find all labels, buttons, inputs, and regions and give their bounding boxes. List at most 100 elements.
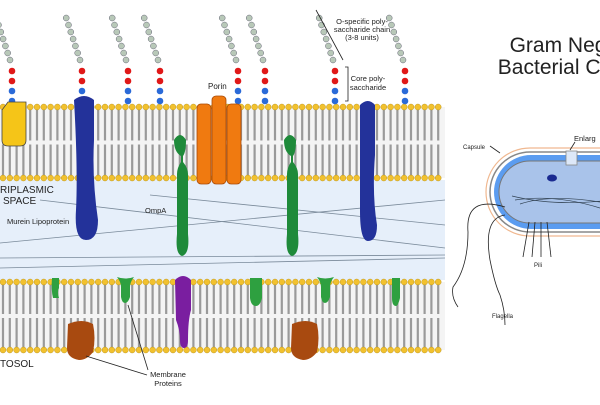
o-sugar — [232, 56, 240, 64]
lipid-head — [20, 278, 27, 286]
core-sugar — [234, 67, 242, 75]
lipid-head — [305, 103, 313, 111]
lipid-head — [265, 346, 272, 354]
lipid-head — [156, 346, 163, 354]
lipid-head — [278, 174, 285, 182]
periplasm — [0, 180, 445, 280]
o-sugar — [259, 56, 267, 64]
lipid-head — [6, 346, 14, 354]
lipopolysaccharide — [0, 22, 16, 105]
lipid-head — [353, 174, 360, 182]
o-sugar — [245, 14, 253, 22]
lipid-head — [414, 346, 421, 354]
o-sugar — [318, 21, 325, 29]
lipid-head — [394, 174, 401, 182]
lipid-head — [94, 174, 102, 182]
lipid-head — [128, 346, 136, 354]
lipid-head — [13, 278, 20, 286]
blue-protein-right — [360, 101, 377, 241]
o-sugar — [152, 49, 159, 57]
lipid-head — [88, 278, 95, 286]
lipid-head — [387, 174, 394, 182]
lipid-head — [169, 174, 177, 182]
lipid-head — [373, 346, 381, 354]
o-sugar — [122, 56, 130, 64]
lipid-head — [162, 278, 170, 286]
lipid-head — [278, 103, 285, 111]
lipid-head — [210, 278, 218, 286]
lipid-head — [149, 346, 156, 354]
lipid-head — [319, 174, 326, 182]
core-sugar — [124, 87, 132, 95]
o-sugar — [147, 35, 155, 43]
lipid-head — [353, 278, 360, 286]
core-sugar — [8, 87, 16, 95]
cytosol-label: TOSOL — [0, 359, 34, 370]
ompa-protein — [174, 135, 189, 256]
enlarged-label: Enlarg — [574, 134, 596, 143]
lipid-head — [6, 174, 14, 182]
lipid-head — [94, 346, 102, 354]
core-sugar — [331, 87, 339, 95]
o-sugar — [150, 42, 157, 50]
lipid-head — [387, 346, 394, 354]
lipid-head — [319, 103, 326, 111]
o-sugar — [250, 28, 258, 36]
lipid-head — [162, 103, 170, 111]
lipid-head — [224, 346, 231, 354]
lipid-head — [251, 103, 258, 111]
lipid-head — [333, 103, 340, 111]
lipid-head — [196, 278, 204, 286]
lipid-head — [0, 346, 7, 354]
lipid-head — [367, 278, 374, 286]
core-sugar — [331, 67, 339, 75]
core-sugar — [401, 67, 409, 75]
o-sugar — [115, 35, 123, 43]
lipid-head — [217, 346, 224, 354]
core-sugar — [234, 97, 242, 105]
lipid-head — [333, 346, 340, 354]
lipid-head — [108, 278, 116, 286]
lipid-head — [47, 103, 54, 111]
o-sugar — [320, 28, 328, 36]
lipid-head — [20, 346, 27, 354]
lipopolysaccharide — [218, 14, 242, 105]
lipid-head — [312, 278, 319, 286]
pili-label: Pili — [534, 263, 542, 269]
o-sugar — [143, 21, 150, 29]
lipid-head — [40, 278, 47, 286]
lipid-head — [244, 278, 252, 286]
lipid-head — [54, 174, 61, 182]
lipid-head — [101, 278, 109, 286]
core-sugar — [156, 67, 164, 75]
lipid-head — [407, 103, 415, 111]
lipid-head — [237, 278, 245, 286]
lipid-head — [278, 278, 285, 286]
lipid-head — [47, 174, 54, 182]
o-sugar — [228, 42, 235, 50]
o-sugar — [120, 49, 127, 57]
lipid-head — [190, 103, 197, 111]
lipid-head — [271, 346, 279, 354]
brown-protein — [67, 321, 95, 360]
o-sugar — [6, 56, 14, 64]
lipid-head — [135, 174, 143, 182]
lipid-head — [94, 103, 102, 111]
porin — [196, 95, 242, 185]
o-sugar — [385, 14, 393, 22]
lipid-head — [292, 103, 299, 111]
lipopolysaccharide — [140, 14, 164, 105]
ompa-protein — [284, 135, 299, 256]
flagella-label: Flagella — [492, 314, 514, 320]
lipid-head — [380, 103, 387, 111]
o-chain-bracket — [315, 9, 349, 102]
lipid-head — [115, 346, 122, 354]
lipid-head — [122, 174, 129, 182]
o-sugar — [392, 35, 400, 43]
lipid-head — [183, 346, 190, 354]
lipid-head — [142, 174, 150, 182]
core-sugar — [331, 97, 339, 105]
lipid-head — [360, 278, 367, 286]
